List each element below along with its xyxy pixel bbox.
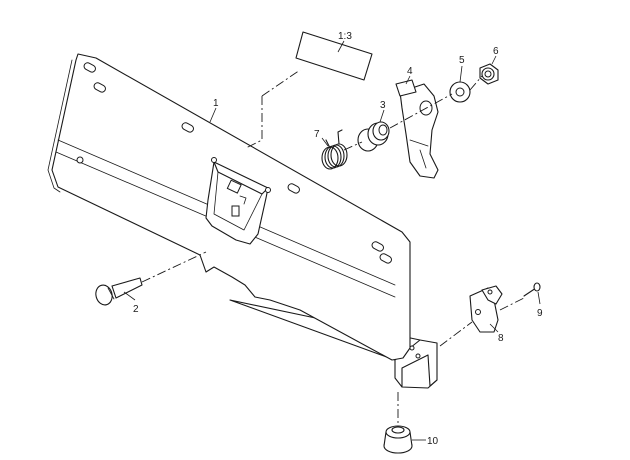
callout-5-label: 5 xyxy=(459,55,465,66)
callout-5: 5 xyxy=(459,55,465,83)
assembly-centerlines xyxy=(141,69,525,426)
callout-1-3-label: 1:3 xyxy=(338,31,352,42)
callout-2: 2 xyxy=(123,291,139,315)
callout-2-label: 2 xyxy=(133,304,139,315)
callout-6: 6 xyxy=(491,46,499,65)
callout-10-label: 10 xyxy=(427,436,439,447)
part-7-torsion-spring xyxy=(321,129,348,170)
callout-9: 9 xyxy=(537,291,543,319)
part-2-clevis-pin xyxy=(95,277,143,306)
callout-3-label: 3 xyxy=(380,100,386,111)
callout-1: 1 xyxy=(209,98,219,123)
part-4-latch-hook xyxy=(395,79,439,179)
part-10-rubber-foot xyxy=(383,425,413,454)
callout-8-label: 8 xyxy=(498,333,504,344)
callout-4: 4 xyxy=(405,66,413,85)
part-5-washer xyxy=(449,81,471,103)
callout-4-label: 4 xyxy=(407,66,413,77)
part-1-3-decal xyxy=(295,31,373,81)
callout-9-label: 9 xyxy=(537,308,543,319)
part-9-screw xyxy=(523,282,541,297)
callout-3: 3 xyxy=(379,100,386,123)
callout-7-label: 7 xyxy=(314,129,320,140)
part-3-bushing xyxy=(357,121,390,152)
callout-1-3: 1:3 xyxy=(337,31,352,53)
part-1-mounting-bracket xyxy=(47,53,438,389)
part-8-catch-bracket xyxy=(469,285,503,333)
callout-7: 7 xyxy=(314,129,329,147)
callout-6-label: 6 xyxy=(493,46,499,57)
callout-10: 10 xyxy=(412,436,439,447)
part-6-hex-nut xyxy=(479,63,499,85)
callout-8: 8 xyxy=(489,323,504,344)
callout-1-label: 1 xyxy=(213,98,219,109)
